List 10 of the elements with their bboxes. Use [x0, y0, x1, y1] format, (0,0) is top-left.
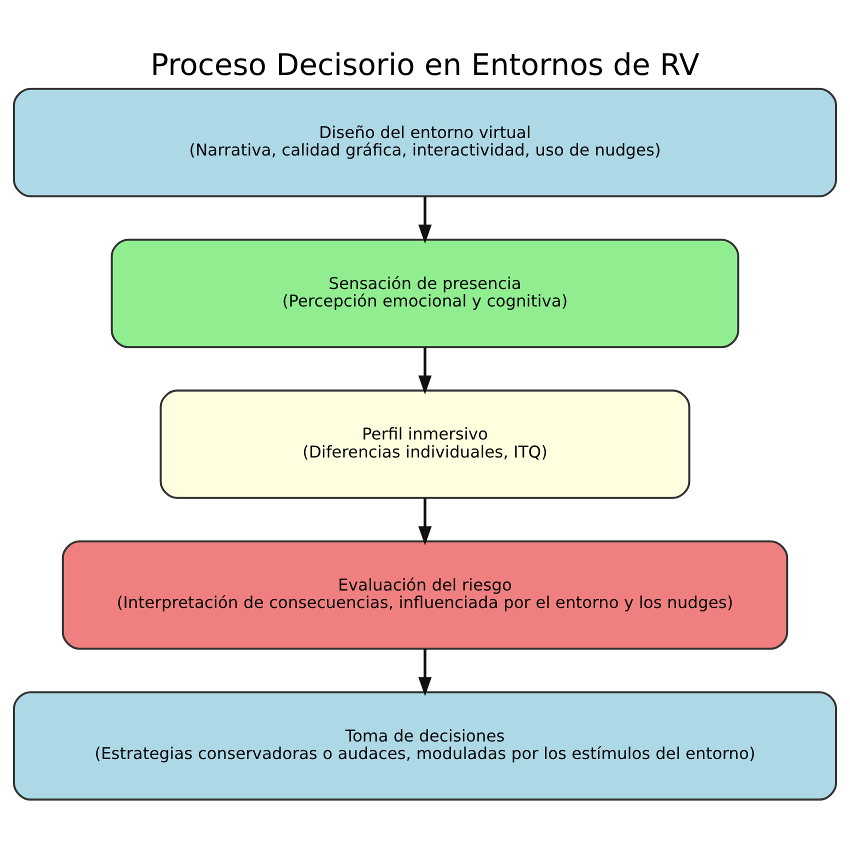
node-box: Diseño del entorno virtual (Narrativa, calidad gráfica, interactividad, uso de nudges) — [12, 88, 838, 198]
node-box: Evaluación del riesgo (Interpretación de consecuencias, influenciada por el entorno y los nudges) — [62, 540, 788, 650]
node-box: Sensación de presencia (Percepción emocional y cognitiva) — [110, 238, 740, 348]
node-box: Perfil inmersivo (Diferencias individuales, ITQ) — [160, 390, 690, 499]
arrow — [418, 649, 432, 696]
diagram-title: Proceso Decisorio en Entornos de RV — [150, 48, 700, 83]
arrow — [418, 196, 432, 244]
node-box: Toma de decisiones (Estrategias conservadoras o audaces, moduladas por los estímulos del entorno) — [12, 691, 838, 801]
arrow — [418, 498, 432, 546]
arrow — [418, 347, 432, 395]
